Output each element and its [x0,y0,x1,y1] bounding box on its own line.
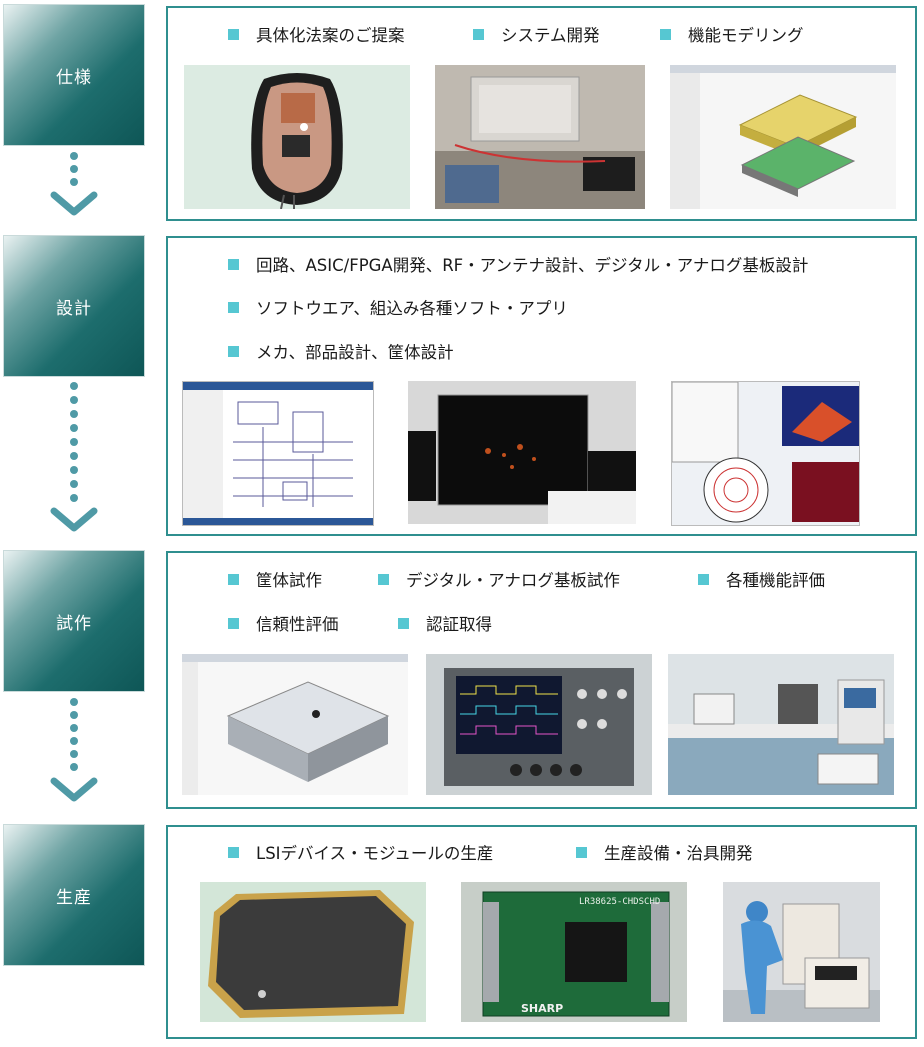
bullet-function-modeling: 機能モデリング [660,25,804,47]
bullet-software: ソフトウエア、組込み各種ソフト・アプリ [228,298,568,320]
stage-prototype: 試作 [3,550,145,692]
connector-spec-design [49,150,99,220]
bullet-mechanical: メカ、部品設計、筐体設計 [228,342,454,364]
bullet-enclosure-prototype: 筐体試作 [228,570,322,592]
chevron-down-icon [50,191,98,216]
connector-design-prototype [49,380,99,535]
photo-lsi-chip [200,882,426,1022]
bullet-lsi-production: LSIデバイス・モジュールの生産 [228,843,493,865]
bullet-reliability: 信頼性評価 [228,614,339,636]
photo-production-worker [723,882,880,1022]
stage-prototype-label: 試作 [56,613,92,634]
panel-design: 回路、ASIC/FPGA開発、RF・アンテナ設計、デジタル・アナログ基板設計 ソ… [166,236,917,536]
bullet-equipment-dev: 生産設備・治具開発 [576,843,753,865]
panel-production: LSIデバイス・モジュールの生産 生産設備・治具開発 LR38625-CHDSC… [166,825,917,1039]
photo-pcb-layout-screen [408,381,636,524]
board-model-label: LR38625-CHDSCHD [579,897,660,907]
panel-prototype: 筐体試作 デジタル・アナログ基板試作 各種機能評価 信頼性評価 認証取得 [166,551,917,809]
chevron-down-icon [50,777,98,802]
bullet-board-prototype: デジタル・アナログ基板試作 [378,570,620,592]
photo-module-board: LR38625-CHDSCHD SHARP [461,882,687,1022]
bullet-system-dev: システム開発 [473,25,600,47]
photo-system-rack [435,65,645,209]
connector-prototype-production [49,696,99,808]
panel-spec: 具体化法案のご提案 システム開発 機能モデリング [166,6,917,221]
stage-spec-label: 仕様 [56,67,92,88]
bullet-proposal: 具体化法案のご提案 [228,25,405,47]
photo-oscilloscope [426,654,652,795]
photo-enclosure-cad [182,654,408,795]
chevron-down-icon [50,507,98,532]
stage-production: 生産 [3,824,145,966]
photo-schematic-screen [182,381,374,526]
stage-design-label: 設計 [56,298,92,319]
photo-prototype-device [184,65,410,209]
bullet-function-evaluation: 各種機能評価 [698,570,825,592]
photo-rf-simulation-screen [671,381,860,526]
stage-design: 設計 [3,235,145,377]
photo-3d-cad-model [670,65,896,209]
stage-production-label: 生産 [56,887,92,908]
stage-spec: 仕様 [3,4,145,146]
photo-evaluation-lab [668,654,894,795]
bullet-circuit-design: 回路、ASIC/FPGA開発、RF・アンテナ設計、デジタル・アナログ基板設計 [228,255,808,277]
board-brand-label: SHARP [521,1002,563,1015]
bullet-certification: 認証取得 [398,614,492,636]
